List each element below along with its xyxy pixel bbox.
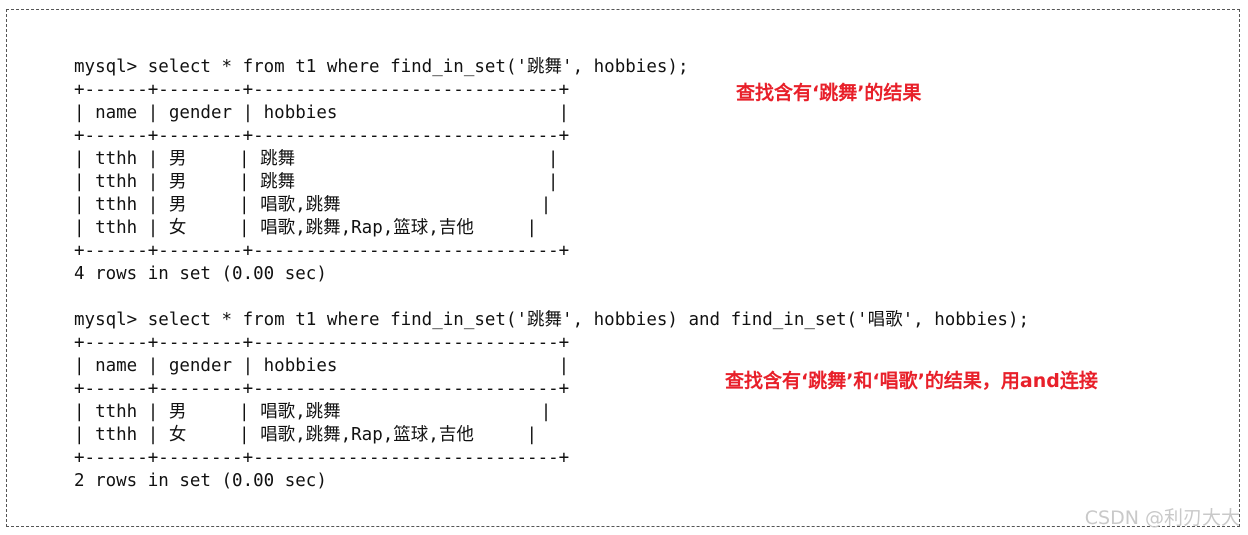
query1-border-bottom: +------+--------+-----------------------… [74,241,570,261]
blank-line [74,286,1029,309]
query1-border-top: +------+--------+-----------------------… [74,80,570,100]
mysql-console: mysql> select * from t1 where find_in_se… [74,56,1029,493]
csdn-watermark: CSDN @利刃大大 [1084,507,1240,529]
screenshot-frame [6,9,1240,527]
query2-prompt[interactable]: mysql> select * from t1 where find_in_se… [74,310,1030,330]
query1-prompt[interactable]: mysql> select * from t1 where find_in_se… [74,57,689,77]
query1-header-row: | name | gender | hobbies | [74,103,570,123]
query1-row: | tthh | 男 | 唱歌,跳舞 | [74,195,552,215]
query1-row: | tthh | 男 | 跳舞 | [74,172,559,192]
query1-border-mid: +------+--------+-----------------------… [74,126,570,146]
query1-row: | tthh | 男 | 跳舞 | [74,149,559,169]
query2-border-mid: +------+--------+-----------------------… [74,379,570,399]
query1-row: | tthh | 女 | 唱歌,跳舞,Rap,篮球,吉他 | [74,218,538,238]
query1-summary: 4 rows in set (0.00 sec) [74,264,327,284]
annotation-dance-and-sing-result: 查找含有‘跳舞’和‘唱歌’的结果，用and连接 [725,370,1098,392]
query2-row: | tthh | 女 | 唱歌,跳舞,Rap,篮球,吉他 | [74,425,538,445]
query2-border-top: +------+--------+-----------------------… [74,333,570,353]
query2-row: | tthh | 男 | 唱歌,跳舞 | [74,402,552,422]
query2-header-row: | name | gender | hobbies | [74,356,570,376]
query2-border-bottom: +------+--------+-----------------------… [74,448,570,468]
query2-summary: 2 rows in set (0.00 sec) [74,471,327,491]
annotation-dance-result: 查找含有‘跳舞’的结果 [736,82,922,104]
